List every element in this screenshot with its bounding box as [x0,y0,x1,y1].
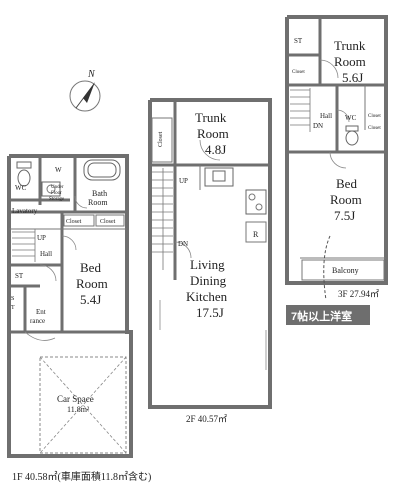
washer-label: W [55,166,62,174]
bedroom-1f-size: 5.4J [80,292,101,307]
trunk-room-3f-label: Trunk [334,38,366,53]
hall-3f-label: Hall [320,112,332,120]
ldk-label: Living [190,257,225,272]
wc-label: WC [15,184,27,192]
bath-label-2: Room [88,198,108,207]
bedroom-3f-size: 7.5J [334,208,355,223]
trunk-room-2f-label-2: Room [197,126,229,141]
closet-label-b: Closet [100,219,116,225]
trunk-room-2f-size: 4.8J [205,142,226,157]
bedroom-1f-label: Bed [80,260,101,275]
entrance-label: Ent [36,308,46,316]
dn-3f-label: DN [313,122,323,130]
lavatory-label: Lavatory [12,207,38,215]
ldk-label-2: Dining [190,273,227,288]
car-space-size: 11.8m² [67,405,90,414]
t-label: T [11,305,15,311]
closet-3f-label-c: Closet [368,126,381,131]
trunk-room-2f-label: Trunk [195,110,227,125]
up-2f-label: UP [179,177,188,185]
up-label: UP [37,234,46,242]
st-label: ST [15,272,24,280]
ldk-size: 17.5J [196,305,224,320]
trunk-room-3f-label-2: Room [334,54,366,69]
hall-label: Hall [40,250,52,258]
wc-3f-label: WC [345,114,357,122]
s-label: S [11,296,14,302]
bedroom-1f-label-2: Room [76,276,108,291]
compass-label: N [87,69,96,80]
floor3-caption: 3F 27.94㎡ [338,289,379,299]
callout-box [286,305,370,325]
floor1-caption: 1F 40.58㎡(車庫面積11.8㎡含む) [12,470,151,483]
floor1-plan: WC W Under Floor Storage Bath Room Lavat… [7,154,151,483]
balcony-label: Balcony [332,266,359,275]
car-space-label: Car Space [57,394,94,404]
floor2-plan: Trunk Room 4.8J Closet UP DN R Living Di… [148,98,272,424]
closet-3f-label-a: Closet [292,70,305,75]
under-floor-label: Under [51,185,64,190]
closet-3f-label-b: Closet [368,114,381,119]
trunk-room-3f-size: 5.6J [342,70,363,85]
room-size-callout: 7帖以上洋室 [286,305,370,325]
entrance-label-2: rance [30,317,45,325]
refrigerator-label: R [253,230,259,239]
compass-icon: N [69,69,101,112]
bath-label: Bath [92,189,107,198]
floor2-caption: 2F 40.57㎡ [186,414,227,424]
callout-label: 7帖以上洋室 [291,309,352,323]
closet-2f-label: Closet [158,131,164,147]
under-floor-label-2: Floor [51,191,62,196]
under-floor-label-3: Storage [49,197,65,202]
st-3f-label: ST [294,37,303,45]
closet-label-a: Closet [66,219,82,225]
floor3-plan: ST Closet Trunk Room 5.6J Hall DN WC Clo… [285,15,388,301]
bedroom-3f-label: Bed [336,176,357,191]
dn-2f-label: DN [178,240,188,248]
ldk-label-3: Kitchen [186,289,228,304]
bedroom-3f-label-2: Room [330,192,362,207]
